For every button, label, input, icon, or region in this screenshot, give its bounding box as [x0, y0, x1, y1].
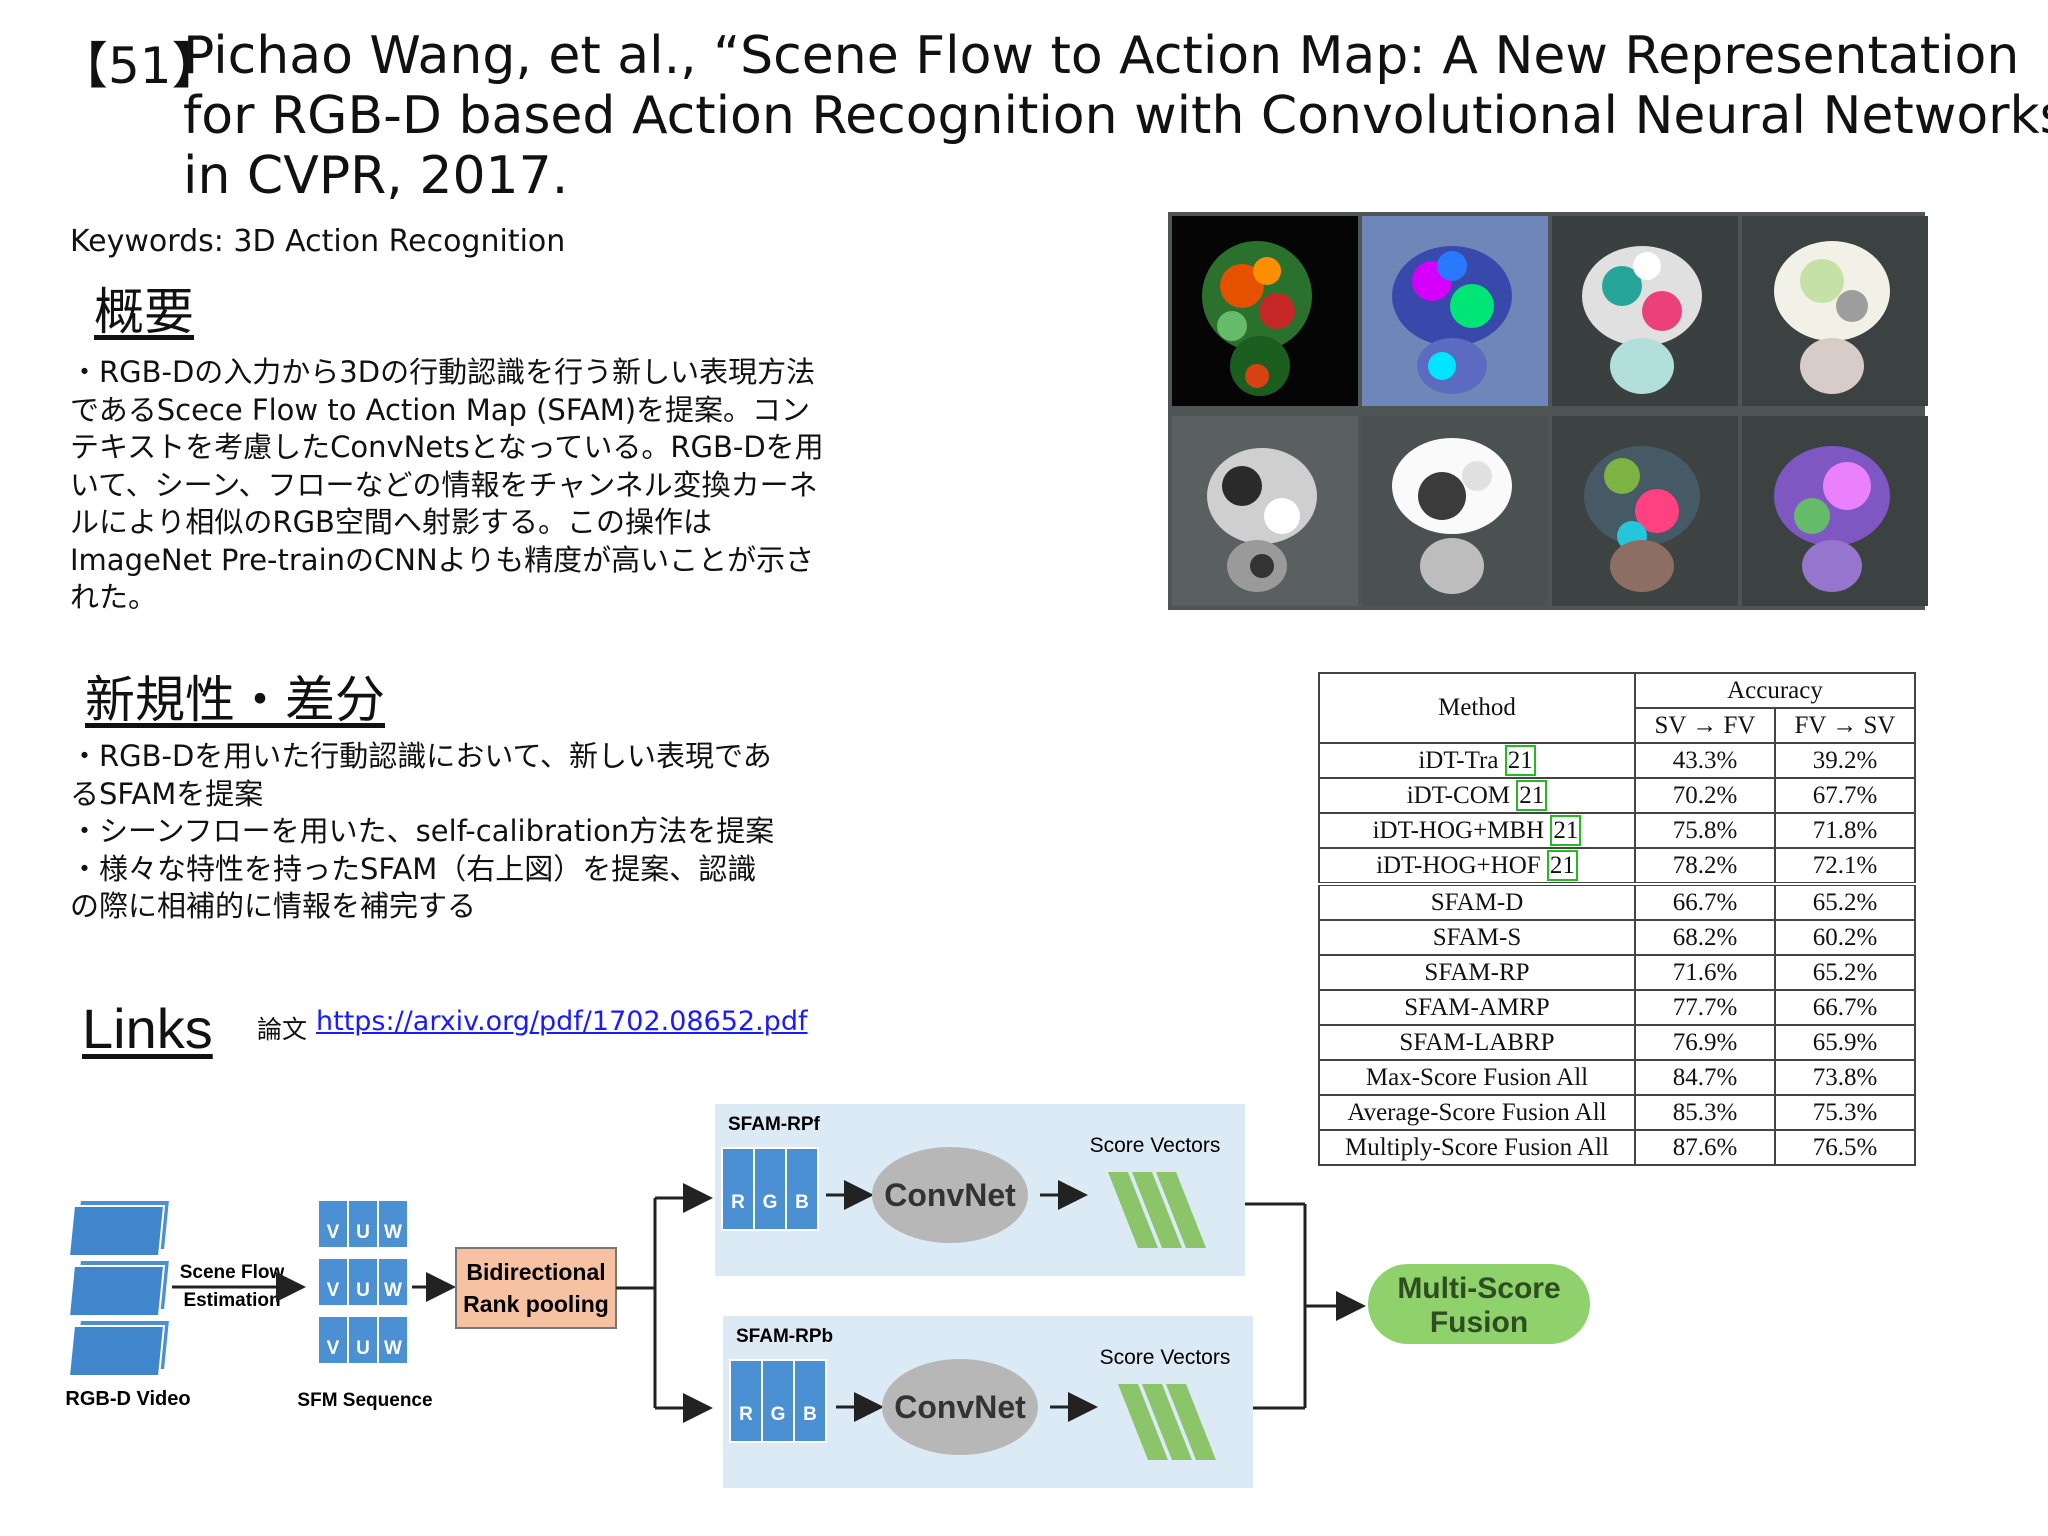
svg-text:Bidirectional: Bidirectional	[466, 1259, 605, 1285]
paper-title-line-2: for RGB-D based Action Recognition with …	[183, 86, 2048, 146]
paper-label: 論文	[257, 1015, 308, 1044]
results-table: Method Accuracy SV → FV FV → SV iDT-Tra …	[1318, 672, 1916, 1166]
sfam-tile	[1552, 216, 1738, 406]
novelty-heading: 新規性・差分	[85, 671, 385, 729]
overview-line: ImageNet Pre-trainのCNNよりも精度が高いことが示さ	[70, 542, 815, 577]
keywords: Keywords: 3D Action Recognition	[70, 224, 566, 259]
sfm-sequence-label: SFM Sequence	[297, 1390, 432, 1411]
svg-text:Rank pooling: Rank pooling	[463, 1291, 609, 1317]
sfam-tile	[1362, 216, 1548, 406]
sfam-rpf-label: SFAM-RPf	[728, 1114, 821, 1135]
novelty-line: ・シーンフローを用いた、self-calibration方法を提案	[70, 814, 775, 848]
svg-text:U: U	[356, 1222, 370, 1243]
novelty-line: るSFAMを提案	[70, 776, 264, 811]
svg-text:R: R	[731, 1192, 745, 1213]
convnet-node	[872, 1147, 1028, 1243]
paper-link[interactable]: https://arxiv.org/pdf/1702.08652.pdf	[316, 1006, 808, 1037]
svg-text:B: B	[803, 1404, 817, 1425]
header-method: Method	[1318, 672, 1636, 744]
score-vectors-label: Score Vectors	[1090, 1134, 1221, 1157]
convnet-node	[882, 1359, 1038, 1455]
svg-text:G: G	[771, 1404, 786, 1425]
paper-title-line-1: Pichao Wang, et al., “Scene Flow to Acti…	[183, 26, 2020, 86]
novelty-line: の際に相補的に情報を補完する	[70, 889, 477, 923]
table-row: iDT-Tra 21 43.3%39.2%	[1318, 742, 1916, 779]
svg-text:V: V	[327, 1338, 340, 1359]
overview-line: れた。	[70, 580, 158, 614]
sfam-tile	[1742, 216, 1928, 406]
overview-line: であるScece Flow to Action Map (SFAM)を提案。コン	[70, 392, 811, 427]
paper-title-line-3: in CVPR, 2017.	[183, 146, 569, 206]
overview-line: いて、シーン、フローなどの情報をチャンネル変換カーネ	[70, 467, 818, 502]
svg-text:V: V	[327, 1222, 340, 1243]
overview-heading: 概要	[94, 283, 194, 341]
score-vectors-icon	[1118, 1384, 1216, 1460]
sfm-sequence-icon	[317, 1199, 409, 1365]
overview-line: ルにより相似のRGB空間へ射影する。この操作は	[70, 505, 712, 539]
svg-text:U: U	[356, 1338, 370, 1359]
novelty-text: ・RGB-Dを用いた行動認識において、新しい表現であ るSFAMを提案 ・シーン…	[70, 738, 774, 926]
rgbd-video-icon	[67, 1199, 172, 1377]
sfam-tile	[1552, 416, 1738, 606]
svg-text:G: G	[763, 1192, 778, 1213]
svg-text:B: B	[795, 1192, 809, 1213]
header-fv-sv: FV → SV	[1774, 707, 1916, 744]
citation-link[interactable]: 21	[1546, 849, 1578, 881]
score-vectors-icon	[1108, 1172, 1206, 1248]
scene-flow-label-1: Scene Flow	[180, 1262, 285, 1283]
citation-link[interactable]: 21	[1504, 744, 1536, 776]
table-row: iDT-HOG+HOF 21 78.2%72.1%	[1318, 847, 1916, 885]
svg-text:ConvNet: ConvNet	[894, 1389, 1026, 1425]
overview-line: テキストを考慮したConvNetsとなっている。RGB-Dを用	[70, 430, 824, 464]
svg-text:U: U	[356, 1280, 370, 1301]
svg-text:W: W	[384, 1338, 402, 1359]
sfam-visualization-figure	[1168, 212, 1928, 610]
overview-text: ・RGB-Dの入力から3Dの行動認識を行う新しい表現方法 であるScece Fl…	[70, 354, 824, 617]
sfam-tile	[1172, 416, 1358, 606]
sfam-rpb-label: SFAM-RPb	[736, 1326, 833, 1347]
novelty-line: ・RGB-Dを用いた行動認識において、新しい表現であ	[70, 739, 772, 773]
rgbd-video-label: RGB-D Video	[65, 1388, 190, 1410]
sfam-tile	[1362, 416, 1548, 606]
overview-line: ・RGB-Dの入力から3Dの行動認識を行う新しい表現方法	[70, 355, 816, 389]
sfam-tile	[1172, 216, 1358, 406]
table-row: iDT-HOG+MBH 21 75.8%71.8%	[1318, 812, 1916, 849]
header-accuracy: Accuracy	[1634, 672, 1916, 709]
svg-text:W: W	[384, 1222, 402, 1243]
multi-score-fusion-node	[1368, 1264, 1590, 1344]
svg-text:W: W	[384, 1280, 402, 1301]
sfam-tile	[1742, 416, 1928, 606]
reference-number: 【51】	[58, 37, 222, 95]
score-vectors-label: Score Vectors	[1100, 1346, 1231, 1369]
citation-link[interactable]: 21	[1550, 814, 1582, 846]
svg-text:V: V	[327, 1280, 340, 1301]
pipeline-diagram: RGB-D Video Scene Flow Estimation V U W …	[60, 1090, 1600, 1500]
novelty-line: ・様々な特性を持ったSFAM（右上図）を提案、認識	[70, 851, 757, 886]
scene-flow-label-2: Estimation	[183, 1290, 280, 1311]
svg-text:R: R	[739, 1404, 753, 1425]
header-sv-fv: SV → FV	[1634, 707, 1776, 744]
links-heading: Links	[82, 997, 213, 1060]
svg-text:Multi-Score: Multi-Score	[1397, 1272, 1560, 1305]
citation-link[interactable]: 21	[1516, 779, 1548, 811]
svg-text:Fusion: Fusion	[1430, 1306, 1528, 1339]
table-row: iDT-COM 21 70.2%67.7%	[1318, 777, 1916, 814]
svg-text:ConvNet: ConvNet	[884, 1177, 1016, 1213]
